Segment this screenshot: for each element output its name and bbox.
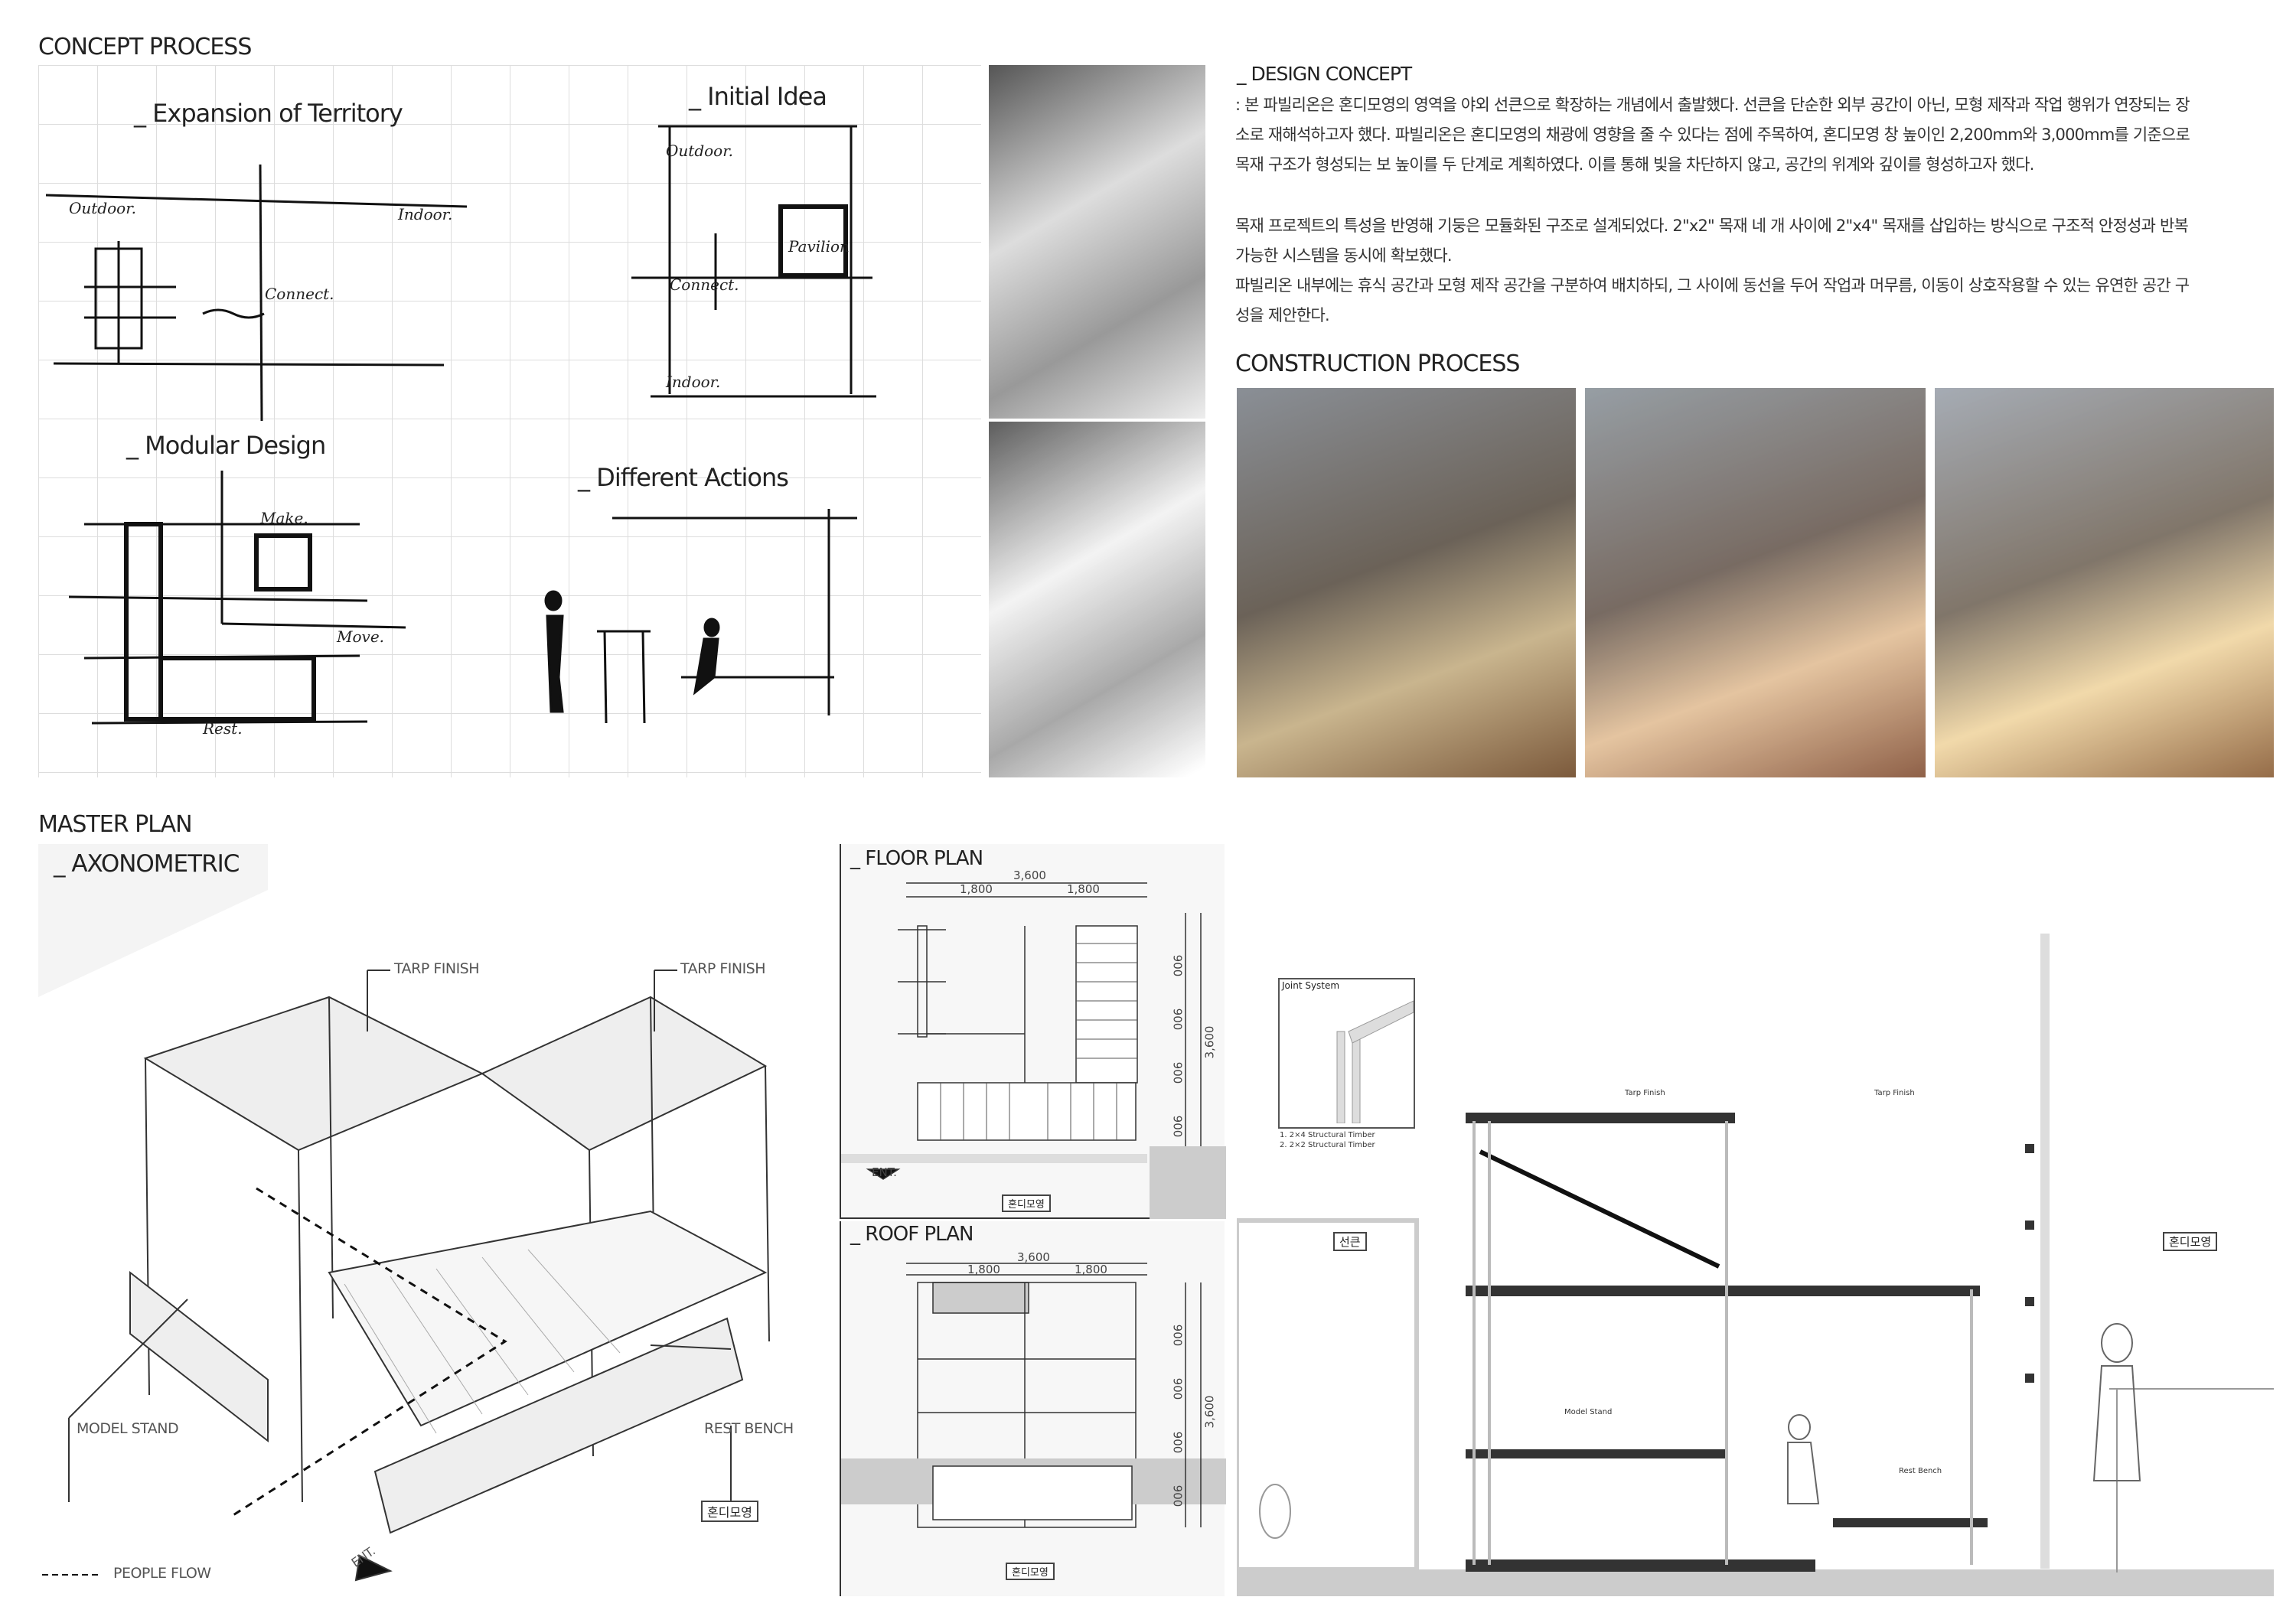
- label-tarp-finish-1: TARP FINISH: [394, 960, 480, 977]
- axonometric-panel: _ AXONOMETRIC TARP FINISH TARP FINISH MO…: [38, 844, 834, 1596]
- sketch-title-modular: _ Modular Design: [126, 431, 326, 460]
- tag-hondimoyoung: 혼디모영: [1006, 1563, 1055, 1580]
- text-line: 파빌리온 내부에는 휴식 공간과 모형 제작 공간을 구분하여 배치하되, 그 …: [1235, 276, 2190, 295]
- legend-people-flow: PEOPLE FLOW: [113, 1565, 211, 1582]
- dim-side-total: 3,600: [1202, 1025, 1217, 1059]
- roof-plan-drawing: [841, 1263, 1226, 1528]
- word-connect-2: Connect.: [670, 275, 739, 294]
- dim-side-1: 900: [1170, 954, 1185, 977]
- floor-plan-drawing: [841, 882, 1226, 1219]
- word-indoor-2: Indoor.: [666, 373, 721, 391]
- photo-workshop-1: [989, 65, 1205, 419]
- design-concept-paragraph-2: 목재 프로젝트의 특성을 반영해 기둥은 모듈화된 구조로 설계되었다. 2"x…: [1235, 211, 2276, 331]
- joint-detail-drawing: [1336, 1000, 1414, 1123]
- label-tarp-finish-1: Tarp Finish: [1625, 1089, 1665, 1097]
- roof-plan-panel: _ ROOF PLAN 3,600 1,800 1,800 900 900 90…: [840, 1221, 1226, 1596]
- text-line: 소로 재해석하고자 했다. 파빌리온은 혼디모영의 채광에 영향을 줄 수 있다…: [1235, 125, 2190, 144]
- word-make: Make.: [260, 509, 308, 527]
- axonometric-title: _ AXONOMETRIC: [54, 850, 240, 878]
- sketch-title-actions: _ Different Actions: [578, 463, 789, 492]
- word-move: Move.: [337, 627, 385, 646]
- dim-half-1: 1,800: [967, 1263, 1000, 1276]
- sketch-title-expansion: _ Expansion of Territory: [134, 99, 403, 128]
- word-rest: Rest.: [203, 719, 243, 738]
- joint-note-1: 1. 2×4 Structural Timber: [1280, 1131, 1375, 1139]
- construction-process-title: CONSTRUCTION PROCESS: [1235, 350, 1520, 377]
- design-concept-paragraph-1: : 본 파빌리온은 혼디모영의 영역을 야외 선큰으로 확장하는 개념에서 출발…: [1235, 90, 2276, 180]
- word-outdoor-2: Outdoor.: [666, 142, 733, 160]
- text-line: : 본 파빌리온은 혼디모영의 영역을 야외 선큰으로 확장하는 개념에서 출발…: [1235, 96, 2190, 114]
- concept-process-title: CONCEPT PROCESS: [38, 34, 252, 60]
- word-connect: Connect.: [265, 285, 334, 303]
- label-ent: ENT.: [872, 1165, 897, 1179]
- word-pavilion: Pavilion: [788, 237, 850, 256]
- dim-half-1: 1,800: [960, 882, 993, 896]
- construction-photo-1: [1237, 388, 1576, 777]
- dim-side-2: 900: [1170, 1377, 1185, 1400]
- dim-side-1: 900: [1170, 1324, 1185, 1347]
- concept-sketch-panel: _ Expansion of Territory _ Initial Idea …: [38, 65, 981, 777]
- dim-side-3: 900: [1170, 1431, 1185, 1454]
- label-tarp-finish-2: TARP FINISH: [680, 960, 766, 977]
- dim-side-3: 900: [1170, 1061, 1185, 1084]
- text-line: 목재 구조가 형성되는 보 높이를 두 단계로 계획하였다. 이를 통해 빛을 …: [1235, 155, 2034, 174]
- master-plan-title: MASTER PLAN: [38, 811, 193, 838]
- section-panel: Joint System 1. 2×4 Structural Timber 2.…: [1237, 930, 2274, 1596]
- floor-plan-panel: _ FLOOR PLAN 3,600 1,800 1,800 900 900 9…: [840, 844, 1226, 1219]
- dim-total: 3,600: [1017, 1250, 1050, 1264]
- dim-total: 3,600: [1013, 869, 1046, 882]
- dim-side-2: 900: [1170, 1008, 1185, 1031]
- text-line: 가능한 시스템을 동시에 확보했다.: [1235, 246, 1453, 265]
- dim-side-total: 3,600: [1202, 1395, 1217, 1429]
- text-line: 성을 제안한다.: [1235, 306, 1330, 324]
- photo-workshop-2: [989, 422, 1205, 777]
- joint-system-title: Joint System: [1282, 980, 1340, 991]
- joint-system-box: Joint System: [1278, 978, 1415, 1129]
- label-model-stand: MODEL STAND: [77, 1420, 179, 1437]
- tag-sunken: 선큰: [1333, 1232, 1367, 1251]
- label-rest-bench: Rest Bench: [1899, 1467, 1942, 1475]
- dim-half-2: 1,800: [1067, 882, 1100, 896]
- word-outdoor: Outdoor.: [69, 199, 136, 217]
- floor-plan-title: _ FLOOR PLAN: [850, 847, 983, 870]
- axonometric-drawing: [38, 844, 770, 1582]
- word-indoor: Indoor.: [398, 205, 453, 223]
- construction-photo-3: [1935, 388, 2274, 777]
- label-tarp-finish-2: Tarp Finish: [1874, 1089, 1915, 1097]
- roof-plan-title: _ ROOF PLAN: [850, 1223, 974, 1246]
- section-drawing: [1237, 934, 2274, 1596]
- tag-hondimoyoung: 혼디모영: [1002, 1194, 1051, 1212]
- label-rest-bench: REST BENCH: [704, 1420, 794, 1437]
- design-concept-heading: _ DESIGN CONCEPT: [1237, 63, 1412, 85]
- joint-note-2: 2. 2×2 Structural Timber: [1280, 1141, 1375, 1149]
- label-model-stand: Model Stand: [1564, 1408, 1613, 1416]
- dim-half-2: 1,800: [1075, 1263, 1107, 1276]
- construction-photo-2: [1585, 388, 1926, 777]
- text-line: 목재 프로젝트의 특성을 반영해 기둥은 모듈화된 구조로 설계되었다. 2"x…: [1235, 217, 2189, 235]
- dim-side-4: 900: [1170, 1115, 1185, 1138]
- sketch-title-initial: _ Initial Idea: [689, 82, 827, 111]
- tag-hondimoyoung: 혼디모영: [2163, 1232, 2218, 1251]
- dim-side-4: 900: [1170, 1484, 1185, 1507]
- sketch-drawings: [45, 125, 876, 725]
- tag-hondimoyoung: 혼디모영: [701, 1501, 758, 1522]
